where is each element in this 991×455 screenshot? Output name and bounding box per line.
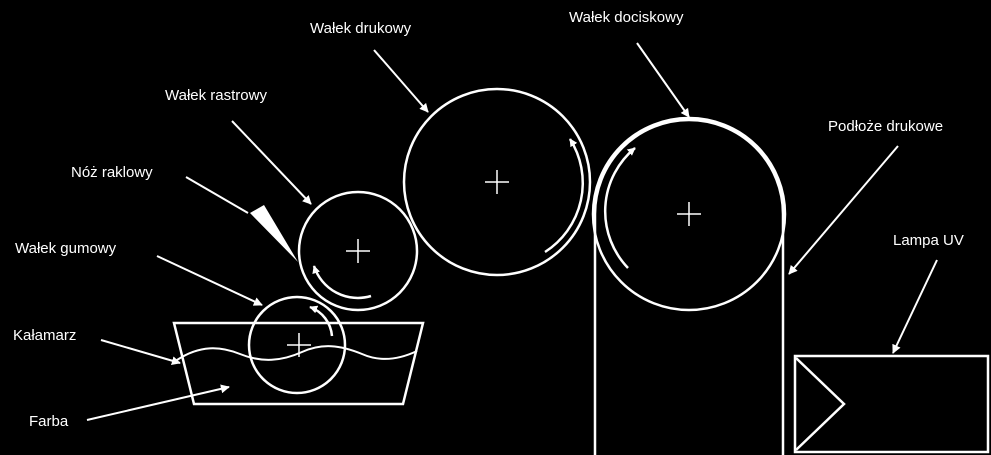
label-kalamarz: Kałamarz [13,327,77,344]
leader-kalamarz [100,339,181,366]
leader-lampa-uv [892,259,938,354]
label-walek-rastrowy: Wałek rastrowy [165,87,267,104]
label-walek-drukowy: Wałek drukowy [310,20,412,37]
leader-walek-gumowy [156,255,263,306]
uv-lamp-emitter [795,357,846,451]
label-podloze-drukowe: Podłoże drukowe [828,118,944,135]
plate-cylinder [402,87,592,277]
impression-cylinder [591,116,787,312]
roller-center-marks [287,170,701,357]
substrate-web [593,118,785,455]
leader-podloze-drukowe [788,145,899,275]
leader-walek-rastrowy [231,120,312,205]
rotation-arrow-anilox [312,265,372,300]
label-walek-gumowy: Wałek gumowy [15,240,117,257]
label-farba: Farba [29,413,69,430]
rotation-arrow-rubber [309,305,334,337]
label-noz-raklowy: Nóż raklowy [71,164,153,181]
leader-noz-raklowy [185,176,249,214]
doctor-blade [250,205,298,262]
leader-walek-dociskowy [636,42,690,118]
leader-farba [86,384,230,421]
leader-walek-drukowy [373,49,429,113]
uv-lamp-housing [793,354,990,454]
label-lampa-uv: Lampa UV [893,232,964,249]
ink-surface-wave [176,345,418,361]
rotation-arrow-plate [544,138,584,254]
rotation-arrow-impression [603,147,636,269]
label-walek-dociskowy: Wałek dociskowy [569,9,684,26]
anilox-roller [297,190,419,312]
rubber-roller [247,295,347,395]
